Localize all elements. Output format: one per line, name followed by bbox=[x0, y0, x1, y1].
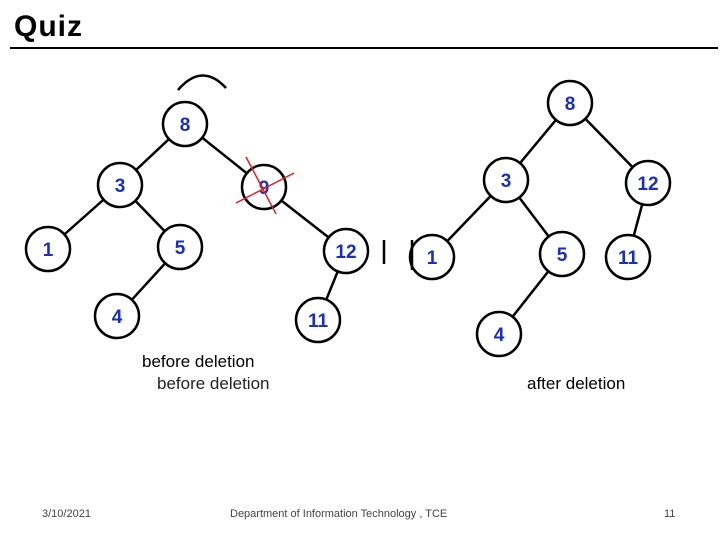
before-tree-node-label: 12 bbox=[335, 242, 356, 263]
after-tree-node-label: 5 bbox=[557, 245, 568, 266]
decorative-arc bbox=[177, 74, 227, 91]
before-tree-node-label: 1 bbox=[43, 240, 54, 261]
before-tree-node-label: 3 bbox=[115, 176, 126, 197]
before-caption: before deletion bbox=[142, 352, 254, 371]
slide-title: Quiz bbox=[14, 10, 83, 43]
before-tree-node-label: 4 bbox=[112, 307, 123, 328]
footer-page-number: 11 bbox=[664, 508, 676, 520]
footer-department: Department of Information Technology , T… bbox=[230, 508, 448, 520]
before-caption-echo: before deletion bbox=[157, 374, 269, 393]
after-tree-node-label: 1 bbox=[427, 248, 438, 269]
before-tree-node-circle bbox=[96, 161, 144, 209]
before-tree-node-circle bbox=[93, 292, 141, 340]
deleted-node-cross bbox=[235, 172, 295, 204]
after-tree-node-circle bbox=[482, 156, 530, 204]
before-tree-node-label: 11 bbox=[308, 311, 329, 332]
after-tree-node-circle bbox=[475, 310, 523, 358]
after-tree-node-circle bbox=[546, 79, 594, 127]
title-rule bbox=[10, 47, 718, 49]
after-tree-node-label: 4 bbox=[494, 325, 505, 346]
before-tree-node-circle bbox=[24, 225, 72, 273]
before-tree-node-label: 8 bbox=[180, 115, 191, 136]
before-tree-node-circle bbox=[294, 296, 342, 344]
deleted-node-cross bbox=[245, 156, 277, 215]
after-tree-node-circle bbox=[538, 230, 586, 278]
after-tree-node-circle bbox=[604, 233, 652, 281]
after-tree-node-circle bbox=[408, 233, 456, 281]
after-tree-node-label: 8 bbox=[565, 94, 576, 115]
after-tree-node-label: 3 bbox=[501, 171, 512, 192]
after-tree-node-circle bbox=[624, 159, 672, 207]
before-tree-node-circle bbox=[161, 100, 209, 148]
before-tree-node-circle bbox=[156, 223, 204, 271]
before-tree-node-circle bbox=[322, 227, 370, 275]
after-tree-node-label: 12 bbox=[637, 174, 658, 195]
after-tree-node-label: 11 bbox=[618, 248, 639, 269]
before-tree-node-label: 5 bbox=[175, 238, 186, 259]
footer-date: 3/10/2021 bbox=[42, 508, 91, 520]
before-tree-node-circle bbox=[240, 163, 288, 211]
after-caption: after deletion bbox=[527, 374, 625, 393]
